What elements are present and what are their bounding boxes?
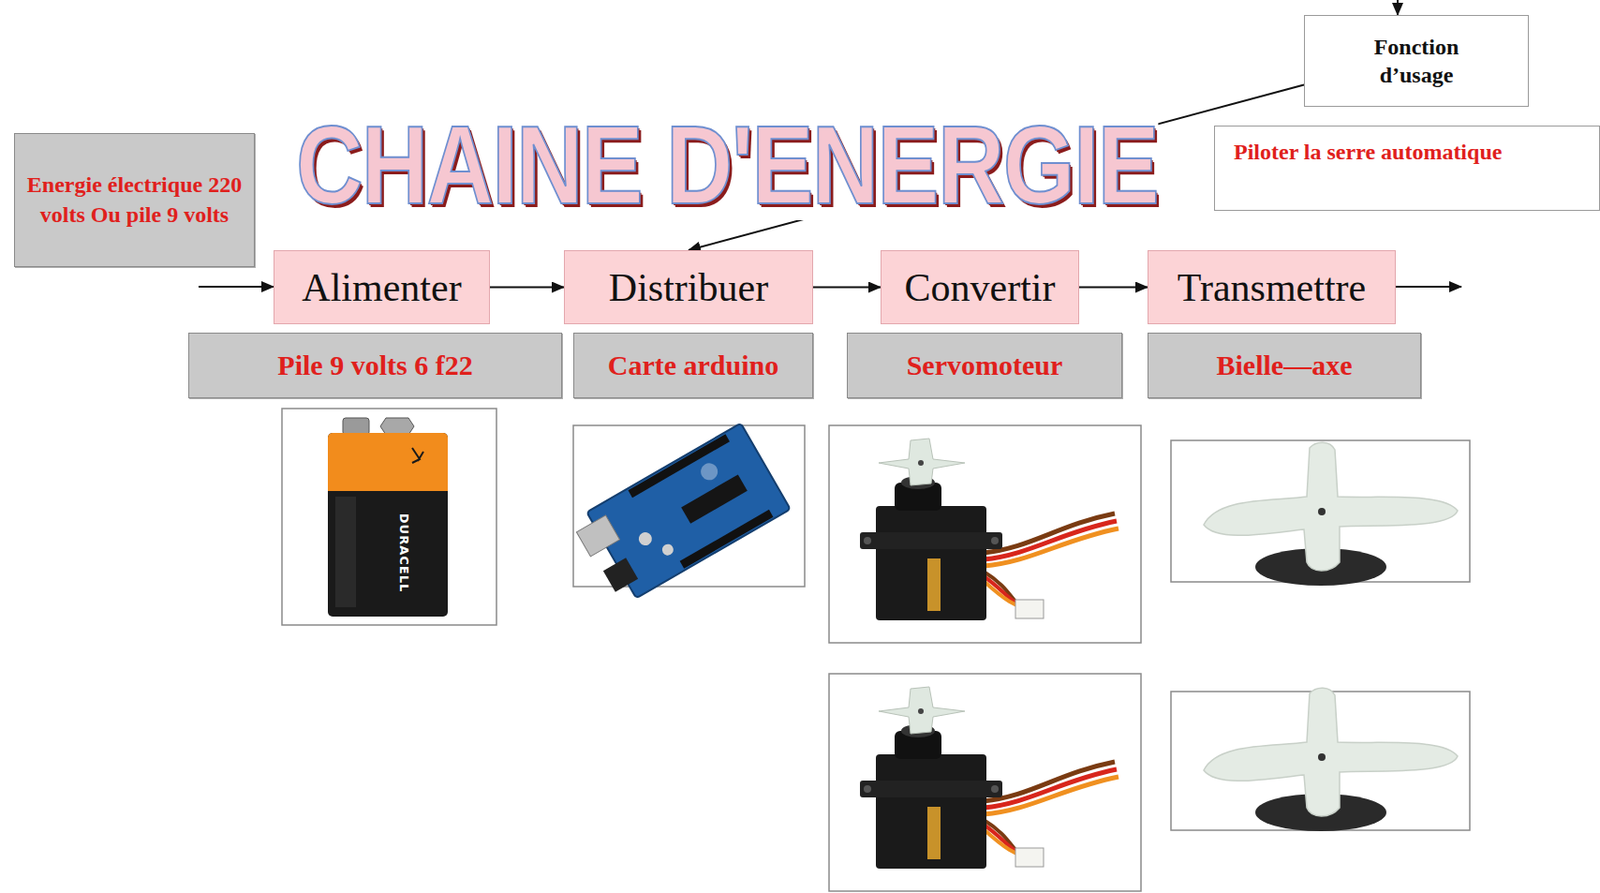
box-text: Energie électrique 220 volts Ou pile 9 v…	[24, 170, 245, 229]
diagram-title: CHAINE D'ENERGIE	[296, 109, 1158, 221]
function-block: Alimenter	[273, 250, 490, 325]
box-text: Fonction d’usage	[1351, 32, 1482, 89]
box-text: Convertir	[904, 265, 1056, 311]
box-text: Alimenter	[301, 265, 461, 311]
component-box: Bielle—axe	[1147, 332, 1422, 399]
box-text: Carte arduino	[607, 349, 780, 382]
box-text: Transmettre	[1177, 265, 1366, 311]
energy-source-box: Energie électrique 220 volts Ou pile 9 v…	[14, 133, 255, 267]
function-text-box: Piloter la serre automatique	[1214, 125, 1600, 211]
box-text: Bielle—axe	[1216, 349, 1353, 382]
box-text: Pile 9 volts 6 f22	[277, 349, 473, 382]
flow-arrow	[489, 286, 564, 289]
function-block: Distribuer	[563, 250, 814, 325]
component-box: Servomoteur	[846, 332, 1123, 399]
component-box: Carte arduino	[573, 332, 814, 399]
function-block: Transmettre	[1147, 250, 1396, 325]
usage-box: Fonction d’usage	[1303, 14, 1529, 107]
box-text: Servomoteur	[906, 349, 1064, 382]
box-text: Distribuer	[608, 265, 769, 311]
box-text: Piloter la serre automatique	[1233, 139, 1502, 165]
component-box: Pile 9 volts 6 f22	[188, 332, 563, 399]
flow-arrow	[1079, 286, 1148, 289]
function-block: Convertir	[880, 250, 1080, 325]
brand-label: DURACELL	[397, 513, 412, 593]
flow-arrow	[813, 286, 881, 289]
